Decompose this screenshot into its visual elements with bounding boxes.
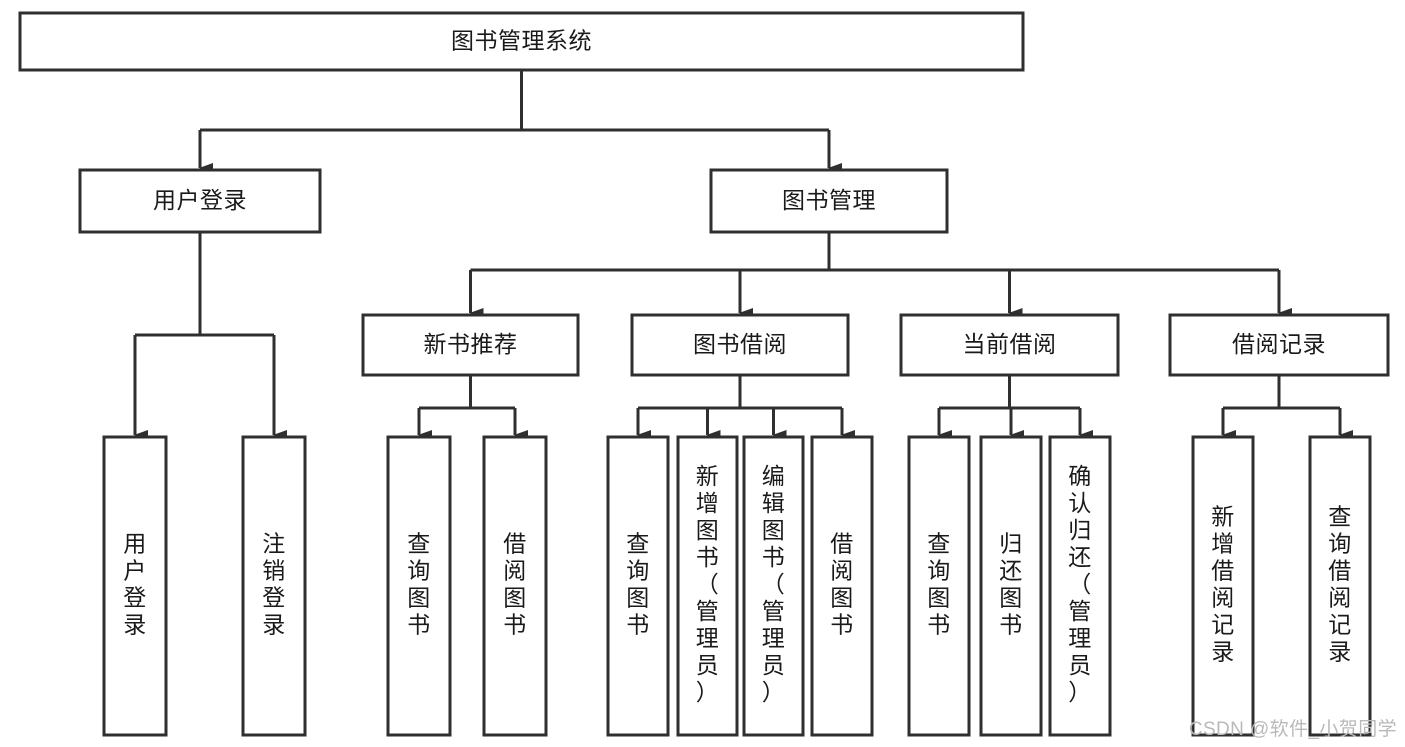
node-book-borrow[interactable]: 图书借阅 [630, 313, 850, 377]
node-box-leaf-add-book-admin [676, 435, 739, 737]
node-user-login[interactable]: 用户登录 [78, 168, 322, 234]
node-box-root [18, 11, 1025, 72]
connector-layer [133, 70, 1353, 440]
node-leaf-borrow-book[interactable]: 借阅图书 [810, 435, 874, 737]
node-label-current-borrow: 当前借阅 [963, 331, 1057, 357]
node-new-book-recommend[interactable]: 新书推荐 [361, 313, 580, 377]
node-layer: 图书管理系统用户登录图书管理新书推荐图书借阅当前借阅借阅记录用户登录注销登录查询… [18, 11, 1390, 737]
node-leaf-query-borrow-record[interactable]: 查询借阅记录 [1308, 435, 1372, 737]
node-box-leaf-add-borrow-record [1191, 435, 1255, 737]
node-box-current-borrow [899, 313, 1120, 377]
node-leaf-return-book[interactable]: 归还图书 [979, 435, 1043, 737]
node-current-borrow[interactable]: 当前借阅 [899, 313, 1120, 377]
node-leaf-query-book-rec[interactable]: 查询图书 [386, 435, 452, 737]
node-leaf-query-book-current[interactable]: 查询图书 [907, 435, 971, 737]
node-label-leaf-query-borrow-record: 查询借阅记录 [1328, 504, 1352, 665]
node-box-leaf-edit-book-admin [742, 435, 805, 737]
node-box-leaf-confirm-return [1048, 435, 1112, 737]
node-leaf-add-book-admin[interactable]: 新增图书（管理员） [676, 435, 739, 737]
node-box-new-book-recommend [361, 313, 580, 377]
node-box-user-login [78, 168, 322, 234]
node-label-leaf-borrow-book-rec: 借阅图书 [503, 531, 527, 638]
node-box-borrow-record [1168, 313, 1390, 377]
node-label-book-borrow: 图书借阅 [693, 331, 787, 357]
node-label-borrow-record: 借阅记录 [1232, 331, 1326, 357]
node-label-leaf-user-login: 用户登录 [123, 531, 147, 638]
node-label-leaf-add-book-admin: 新增图书（管理员） [696, 463, 720, 705]
node-label-leaf-confirm-return: 确认归还（管理员） [1068, 463, 1092, 705]
node-box-leaf-query-borrow-record [1308, 435, 1372, 737]
node-box-leaf-borrow-book [810, 435, 874, 737]
node-label-leaf-add-borrow-record: 新增借阅记录 [1211, 504, 1235, 665]
node-box-leaf-borrow-book-rec [482, 435, 548, 737]
node-leaf-logout-login[interactable]: 注销登录 [241, 435, 307, 737]
csdn-watermark: CSDN @软件_小贺同学 [1188, 719, 1397, 740]
node-book-manage[interactable]: 图书管理 [709, 168, 949, 234]
node-box-leaf-return-book [979, 435, 1043, 737]
node-label-book-manage: 图书管理 [782, 187, 876, 213]
node-box-leaf-query-book-rec [386, 435, 452, 737]
node-label-root: 图书管理系统 [451, 28, 592, 54]
node-leaf-add-borrow-record[interactable]: 新增借阅记录 [1191, 435, 1255, 737]
node-label-leaf-logout-login: 注销登录 [262, 531, 286, 638]
node-box-leaf-query-book-current [907, 435, 971, 737]
node-label-leaf-return-book: 归还图书 [999, 531, 1023, 638]
node-label-leaf-query-book-rec: 查询图书 [407, 531, 431, 638]
node-leaf-edit-book-admin[interactable]: 编辑图书（管理员） [742, 435, 805, 737]
node-root[interactable]: 图书管理系统 [18, 11, 1025, 72]
node-box-leaf-user-login [102, 435, 168, 737]
node-leaf-query-book-borrow[interactable]: 查询图书 [606, 435, 670, 737]
node-label-new-book-recommend: 新书推荐 [424, 331, 518, 357]
node-label-leaf-borrow-book: 借阅图书 [830, 531, 854, 638]
node-leaf-user-login[interactable]: 用户登录 [102, 435, 168, 737]
node-box-book-borrow [630, 313, 850, 377]
node-label-leaf-query-book-borrow: 查询图书 [626, 531, 650, 638]
node-label-leaf-edit-book-admin: 编辑图书（管理员） [762, 463, 786, 705]
node-box-leaf-logout-login [241, 435, 307, 737]
node-box-book-manage [709, 168, 949, 234]
node-leaf-borrow-book-rec[interactable]: 借阅图书 [482, 435, 548, 737]
node-label-leaf-query-book-current: 查询图书 [927, 531, 951, 638]
node-leaf-confirm-return[interactable]: 确认归还（管理员） [1048, 435, 1112, 737]
node-borrow-record[interactable]: 借阅记录 [1168, 313, 1390, 377]
node-label-user-login: 用户登录 [153, 187, 247, 213]
node-box-leaf-query-book-borrow [606, 435, 670, 737]
